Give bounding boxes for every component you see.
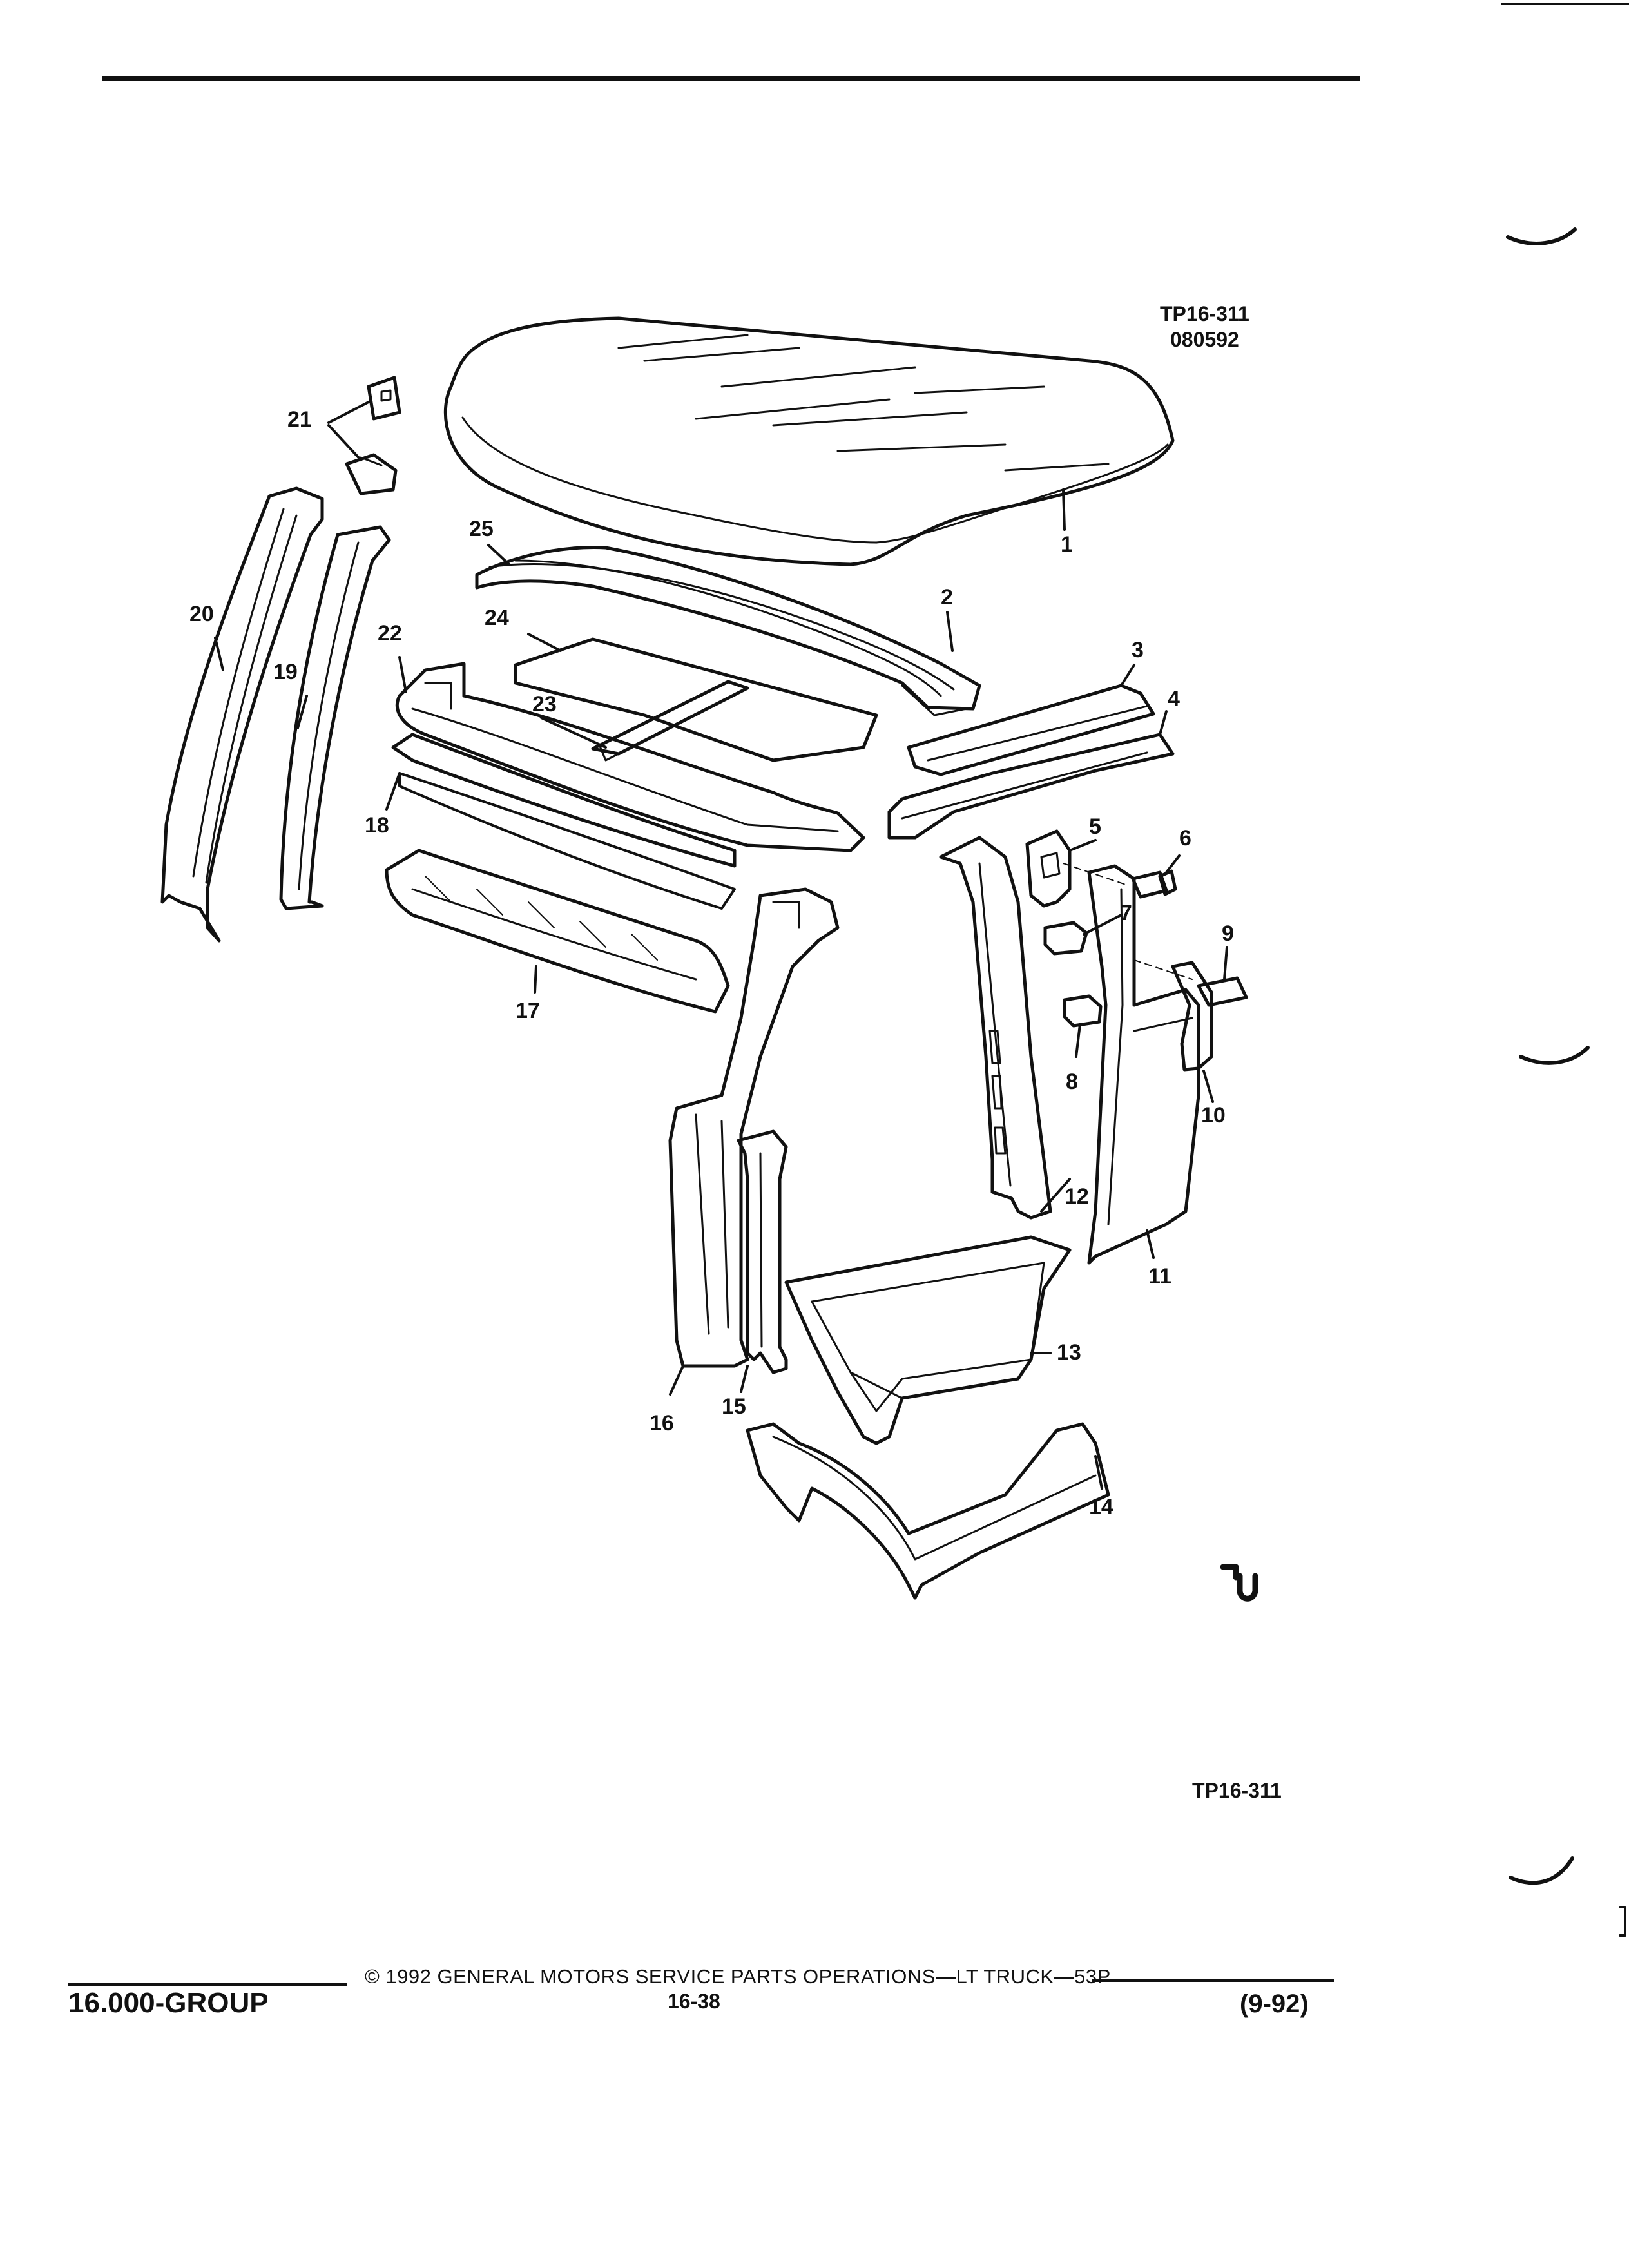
part-clips <box>345 376 401 495</box>
footer-rule-right <box>1092 1979 1334 1982</box>
part-floor-pan <box>784 1235 1072 1445</box>
part-label-24: 24 <box>485 606 509 630</box>
part-label-15: 15 <box>722 1394 746 1419</box>
part-label-18: 18 <box>365 813 389 838</box>
part-bracket-7 <box>1043 921 1088 956</box>
footer-group-label: 16.000-GROUP <box>68 1987 269 2019</box>
drawing-bottom-code: TP16-311 <box>1192 1779 1282 1802</box>
part-label-20: 20 <box>189 602 214 626</box>
part-label-25: 25 <box>469 517 494 541</box>
part-lock-pillar-outer <box>668 887 840 1368</box>
part-label-9: 9 <box>1222 921 1234 946</box>
footer-page-number: 16-38 <box>668 1990 720 2013</box>
part-label-4: 4 <box>1168 687 1180 711</box>
part-roof-panel <box>443 316 1175 566</box>
part-label-5: 5 <box>1089 814 1101 839</box>
leader-lines <box>214 401 1228 1490</box>
part-label-19: 19 <box>273 660 298 684</box>
part-label-23: 23 <box>532 692 557 716</box>
top-rule <box>102 76 1360 81</box>
part-label-10: 10 <box>1201 1103 1226 1128</box>
part-label-14: 14 <box>1089 1495 1113 1519</box>
part-lower-header-panel <box>385 849 730 1014</box>
part-roof-bow-rear <box>475 546 981 716</box>
part-label-13: 13 <box>1057 1340 1081 1365</box>
drawing-date-code: 080592 <box>1170 328 1239 351</box>
part-headliner-pad <box>514 637 878 762</box>
part-rocker-panel <box>746 1422 1110 1600</box>
part-label-16: 16 <box>650 1411 674 1436</box>
part-pillar-inner <box>279 525 391 910</box>
part-label-8: 8 <box>1066 1070 1078 1094</box>
part-bolt-9 <box>1133 959 1248 1007</box>
part-center-pillar <box>939 836 1052 1220</box>
top-right-edge-rule <box>1501 3 1629 5</box>
part-windshield-header-inner <box>391 733 737 910</box>
catalog-logo-icon <box>1220 1564 1258 1602</box>
footer-rule-left <box>68 1983 347 1986</box>
part-label-21: 21 <box>287 407 312 432</box>
part-label-1: 1 <box>1061 532 1073 557</box>
footer-copyright: © 1992 GENERAL MOTORS SERVICE PARTS OPER… <box>365 1965 1111 1988</box>
part-roof-bow-center <box>591 680 749 762</box>
part-rear-pillar <box>1087 864 1200 1265</box>
part-label-2: 2 <box>941 585 953 610</box>
margin-marks <box>1506 227 1626 1937</box>
part-bracket-8 <box>1063 994 1103 1028</box>
part-front-header <box>395 662 865 852</box>
part-label-7: 7 <box>1120 901 1132 925</box>
part-label-6: 6 <box>1179 826 1191 850</box>
part-roof-rail-rear <box>887 733 1175 840</box>
part-label-3: 3 <box>1132 638 1144 662</box>
footer-revision: (9-92) <box>1240 1990 1309 2018</box>
part-pillar-outer <box>160 486 324 943</box>
part-label-12: 12 <box>1065 1184 1089 1209</box>
part-label-11: 11 <box>1148 1264 1171 1289</box>
part-lock-pillar-inner <box>737 1129 788 1374</box>
part-label-22: 22 <box>378 621 402 646</box>
part-label-17: 17 <box>516 999 540 1023</box>
drawing-code: TP16-311 <box>1160 302 1249 325</box>
part-hinge-bracket <box>1025 829 1072 908</box>
part-strap <box>1171 961 1213 1072</box>
